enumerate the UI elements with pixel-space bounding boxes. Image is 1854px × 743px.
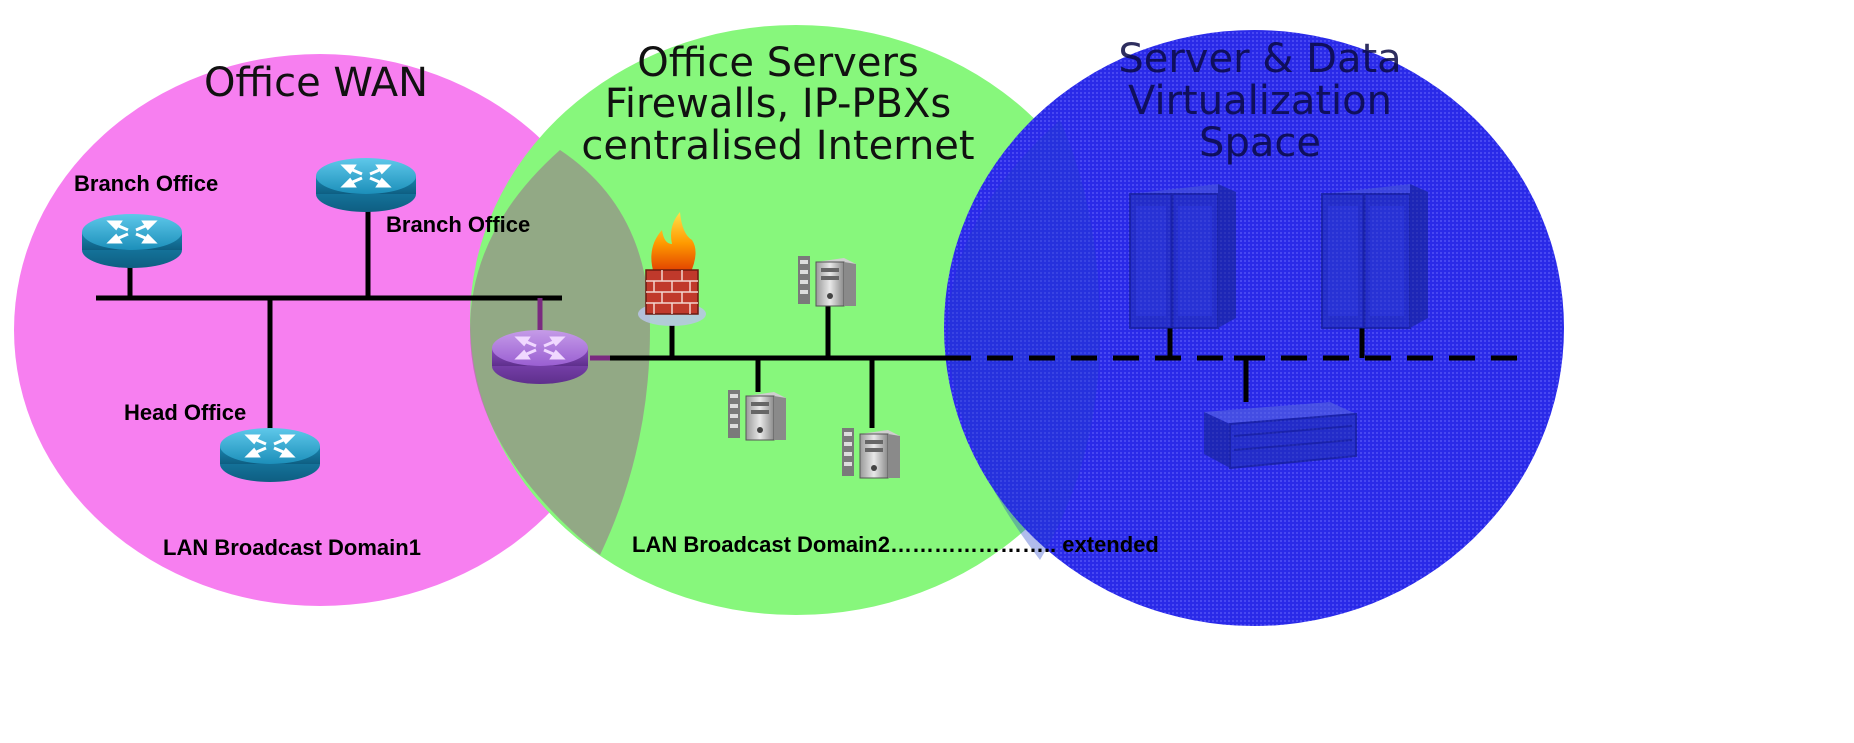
- extended-bus: [945, 328, 1526, 402]
- region-title-office-servers-line1: Office Servers: [637, 40, 918, 86]
- region-overlap-servers-virtualization: [948, 120, 1100, 560]
- router-icon: [82, 214, 182, 268]
- rack-server-icon: [1321, 184, 1428, 329]
- router-icon: [316, 158, 416, 212]
- region-title-office-servers-line3: centralised Internet: [581, 123, 974, 169]
- wan-bus: [96, 208, 562, 440]
- label-branch-office-1: Branch Office: [74, 171, 218, 196]
- server-tower-icon: [842, 428, 900, 479]
- firewall-icon: [638, 212, 706, 326]
- blade-server-icon: [1204, 402, 1357, 470]
- server-tower-icon: [728, 390, 786, 441]
- footer-lan-domain1: LAN Broadcast Domain1: [163, 535, 421, 560]
- core-router-link: [537, 298, 612, 361]
- router-icon: [492, 330, 588, 384]
- lan-bus: [610, 298, 945, 428]
- region-title-office-servers-line2: Firewalls, IP-PBXs: [605, 81, 951, 127]
- server-tower-icon: [798, 256, 856, 307]
- label-branch-office-2: Branch Office: [386, 212, 530, 237]
- region-title-office-wan: Office WAN: [204, 60, 428, 106]
- rack-server-icon: [1129, 184, 1236, 329]
- region-title-virtualization-line2: Virtualization: [1128, 78, 1392, 124]
- router-icon: [220, 428, 320, 482]
- footer-lan-domain2-extended: LAN Broadcast Domain2………………….. extended: [632, 532, 1159, 557]
- region-office-wan: [14, 54, 626, 606]
- region-virtualization: [944, 30, 1564, 626]
- region-title-virtualization-line3: Space: [1199, 120, 1321, 166]
- label-head-office: Head Office: [124, 400, 246, 425]
- region-office-servers: [470, 25, 1122, 615]
- region-title-virtualization-line1: Server & Data: [1118, 36, 1401, 82]
